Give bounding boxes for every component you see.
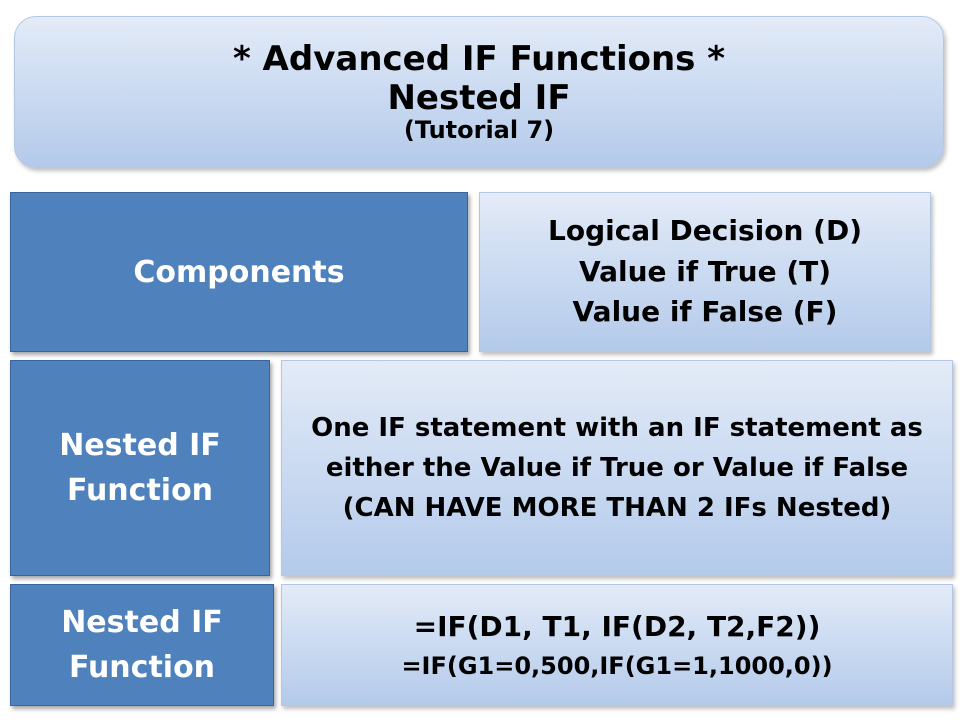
components-label-box: Components: [10, 192, 468, 352]
title-line-2: Nested IF: [387, 77, 571, 118]
nested-if-label-line-2: Function: [68, 650, 216, 685]
component-item: Logical Decision (D): [547, 214, 862, 248]
nested-if-description: One IF statement with an IF statement as…: [311, 412, 923, 524]
component-item: Value if True (T): [578, 254, 832, 288]
nested-if-label-box-2: Nested IF Function: [10, 584, 274, 706]
title-line-1: * Advanced IF Functions *: [232, 39, 726, 80]
nested-if-label-line-1: Nested IF: [59, 428, 221, 463]
nested-if-formula-box: =IF(D1, T1, IF(D2, T2,F2)) =IF(G1=0,500,…: [281, 584, 953, 706]
title-banner: * Advanced IF Functions * Nested IF (Tut…: [14, 16, 944, 168]
component-item: Value if False (F): [572, 295, 838, 329]
components-list-box: Logical Decision (D) Value if True (T) V…: [479, 192, 931, 352]
nested-if-label-line-1: Nested IF: [61, 605, 223, 640]
nested-if-label-line-2: Function: [66, 473, 214, 508]
formula-example: =IF(G1=0,500,IF(G1=1,1000,0)): [401, 652, 833, 680]
nested-if-label-box-1: Nested IF Function: [10, 360, 270, 576]
title-line-3: (Tutorial 7): [403, 115, 555, 144]
formula-general: =IF(D1, T1, IF(D2, T2,F2)): [413, 610, 821, 643]
nested-if-description-box: One IF statement with an IF statement as…: [281, 360, 953, 576]
components-label: Components: [133, 254, 345, 290]
